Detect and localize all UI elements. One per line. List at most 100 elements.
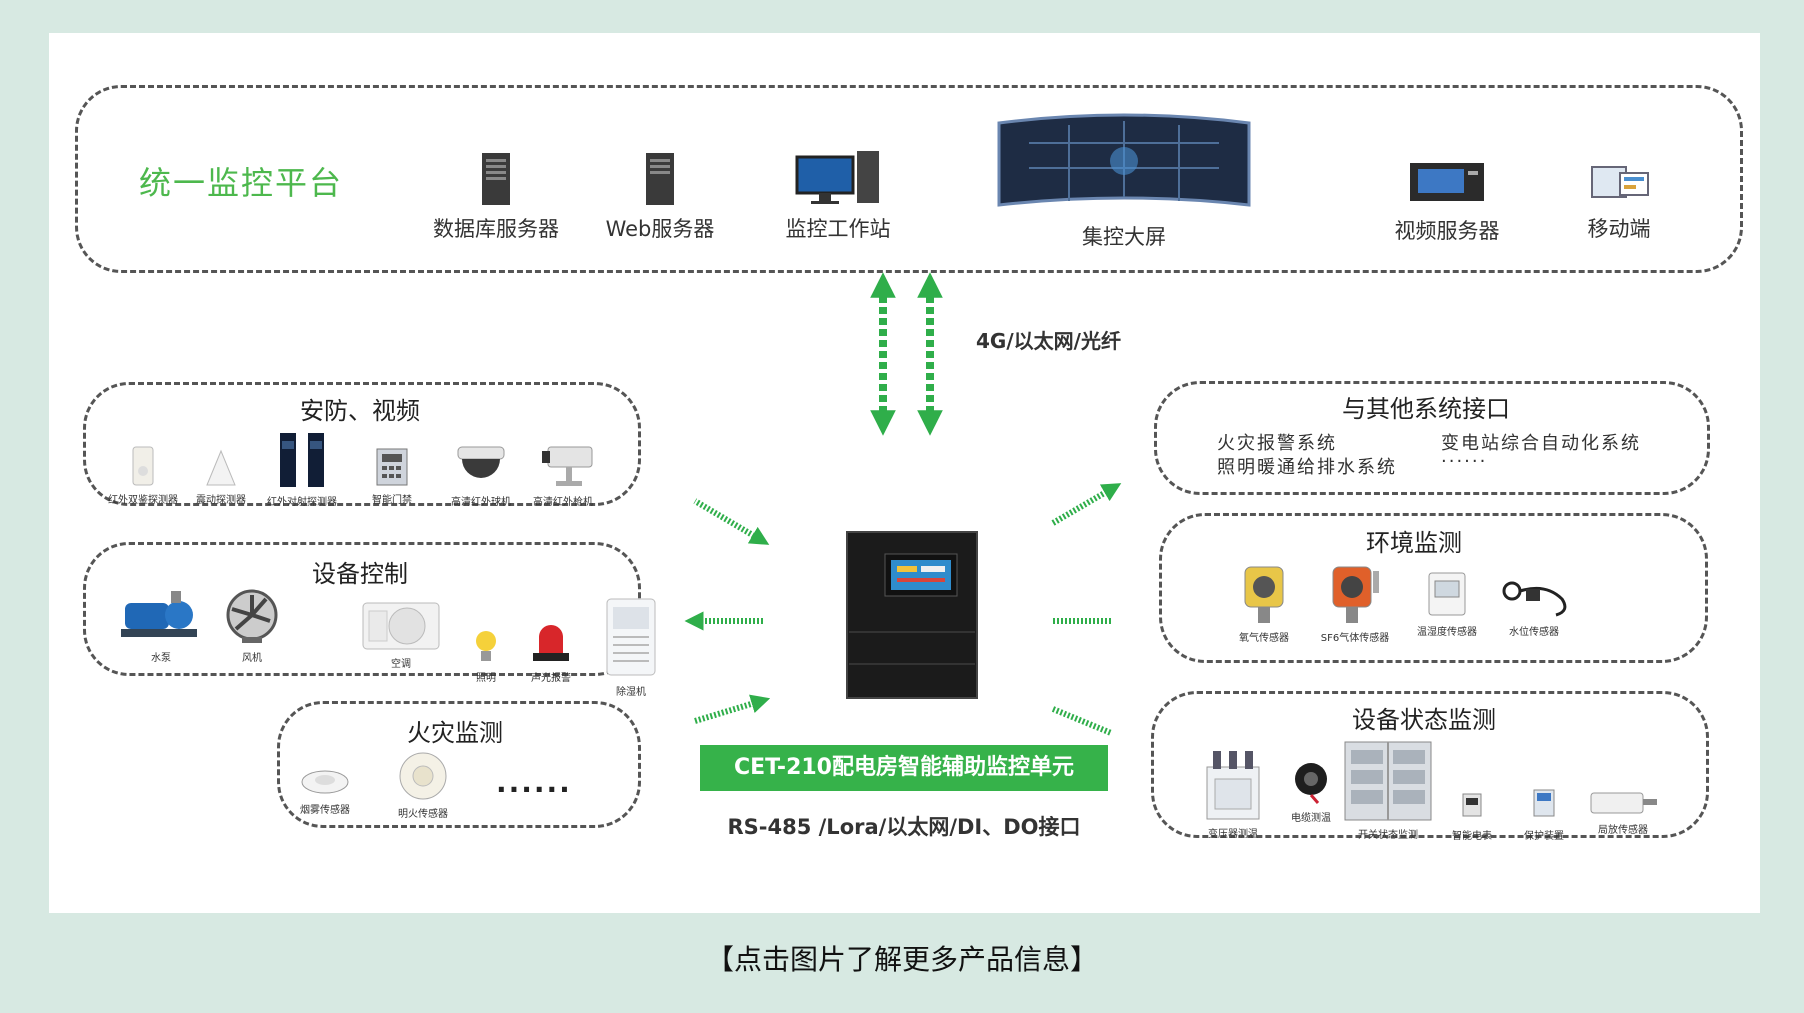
device-label: 高清红外球机 (451, 497, 511, 508)
device-item: 风机 (204, 589, 300, 664)
device-label: 开关状态监测 (1358, 830, 1418, 841)
air-conditioner-icon (362, 602, 440, 650)
platform-item-label: 监控工作站 (785, 217, 891, 241)
device-item: 高清红外球机 (433, 443, 529, 508)
diagram-canvas[interactable]: 统一监控平台 数据库服务器 Web服务器 监控工作站 集控大屏 视频服务器 移动… (49, 33, 1760, 913)
device-item: 保护装置 (1496, 823, 1592, 842)
other-system-hvac: 照明暖通给排水系统 (1217, 457, 1397, 478)
vibration-detector-icon (206, 449, 236, 486)
water-level-sensor-icon (1502, 581, 1567, 617)
footer-link[interactable]: 【点击图片了解更多产品信息】 (705, 943, 1098, 976)
fire-title: 火灾监测 (407, 719, 503, 747)
platform-item-label: 移动端 (1587, 217, 1651, 241)
dehumidifier-icon (606, 598, 656, 676)
cable-sensor-icon (1295, 763, 1327, 804)
device-item: 明火传感器 (375, 751, 471, 820)
database-server-icon (482, 153, 510, 205)
other-system-more: ······ (1441, 451, 1488, 472)
device-label: 声光报警 (531, 673, 571, 684)
device-item: 氧气传感器 (1216, 563, 1312, 644)
light-bulb-icon (476, 631, 496, 661)
device-item: 红外双鉴探测器 (95, 445, 191, 506)
device-label: 红外对射探测器 (267, 497, 337, 508)
device-label: 高清红外枪机 (533, 497, 593, 508)
network-label: 4G/以太网/光纤 (976, 329, 1121, 353)
unit-interfaces: RS-485 /Lora/以太网/DI、DO接口 (727, 815, 1081, 839)
device-label: SF6气体传感器 (1320, 633, 1390, 644)
environment-title: 环境监测 (1366, 529, 1462, 557)
device-label: 保护装置 (1524, 831, 1564, 842)
connection-arrows (684, 272, 1122, 736)
web-server-icon (646, 153, 674, 205)
platform-item-db-server: 数据库服务器 (396, 151, 596, 243)
device-label: 照明 (476, 673, 496, 684)
switchgear-icon (1344, 741, 1432, 821)
device-item: 高清红外枪机 (515, 441, 611, 508)
video-server-icon (1410, 163, 1484, 201)
device-item: 变压器测温 (1185, 749, 1281, 840)
device-label: 智能门禁 (372, 495, 412, 506)
other-systems-box (1154, 381, 1710, 495)
arrow-to-security (693, 498, 770, 545)
device-item: 照明 (438, 629, 534, 684)
platform-box (75, 85, 1743, 273)
security-box (83, 382, 641, 506)
platform-item-label: 视频服务器 (1394, 219, 1500, 243)
alarm-light-icon (533, 625, 569, 661)
arrow-to-fire (694, 694, 771, 724)
platform-title: 统一监控平台 (139, 164, 344, 202)
transformer-icon (1206, 751, 1260, 820)
device-label: 温湿度传感器 (1417, 627, 1477, 638)
device-item: 水泵 (113, 581, 209, 664)
device-item: 红外对射探测器 (254, 431, 350, 508)
other-system-fire-alarm: 火灾报警系统 (1217, 433, 1337, 454)
device-item: 电缆测温 (1263, 759, 1359, 824)
device-item: 温湿度传感器 (1399, 569, 1495, 638)
platform-item-label: 集控大屏 (1082, 225, 1166, 249)
device-label: 变压器测温 (1208, 829, 1258, 840)
platform-item-label: Web服务器 (605, 217, 715, 241)
access-control-icon (376, 448, 408, 486)
other-system-substation: 变电站综合自动化系统 (1441, 433, 1641, 454)
device-item: 智能电表 (1424, 823, 1520, 842)
unit-name-banner: CET-210配电房智能辅助监控单元 (700, 745, 1108, 791)
fire-more-dots: ······ (496, 773, 572, 806)
device-label: 烟雾传感器 (300, 805, 350, 816)
platform-item-workstation: 监控工作站 (738, 147, 938, 243)
device-label: 电缆测温 (1291, 813, 1331, 824)
security-title: 安防、视频 (300, 397, 420, 425)
control-title: 设备控制 (312, 560, 408, 588)
device-item: 智能门禁 (344, 447, 440, 506)
status-box (1151, 691, 1709, 838)
device-item: 局放传感器 (1575, 787, 1671, 836)
device-item: 水位传感器 (1486, 573, 1582, 638)
device-label: 空调 (391, 659, 411, 670)
platform-item-web-server: Web服务器 (560, 151, 760, 243)
monitoring-unit-icon (846, 531, 978, 699)
device-label: 智能电表 (1452, 831, 1492, 842)
device-label: 水泵 (151, 653, 171, 664)
platform-item-mobile: 移动端 (1519, 157, 1719, 243)
smart-meter-icon (1462, 793, 1482, 817)
mobile-devices-icon (1591, 166, 1649, 198)
device-item: 开关状态监测 (1340, 740, 1436, 841)
status-title: 设备状态监测 (1352, 706, 1496, 734)
device-item: SF6气体传感器 (1307, 563, 1403, 644)
protection-device-icon (1533, 789, 1555, 817)
sf6-sensor-icon (1332, 566, 1379, 623)
other-systems-title: 与其他系统接口 (1342, 395, 1510, 423)
platform-item-label: 数据库服务器 (433, 217, 559, 241)
arrow-to-other-systems (1051, 483, 1122, 526)
device-label: 风机 (242, 653, 262, 664)
water-pump-icon (121, 591, 197, 637)
platform-item-video-server: 视频服务器 (1347, 153, 1547, 245)
dome-camera-icon (457, 446, 505, 478)
device-label: 震动探测器 (196, 495, 246, 506)
device-label: 水位传感器 (1509, 627, 1559, 638)
device-item: 声光报警 (503, 623, 599, 684)
environment-box (1159, 513, 1708, 663)
flame-sensor-icon (399, 752, 447, 800)
device-label: 氧气传感器 (1239, 633, 1289, 644)
device-item: 震动探测器 (173, 447, 269, 506)
